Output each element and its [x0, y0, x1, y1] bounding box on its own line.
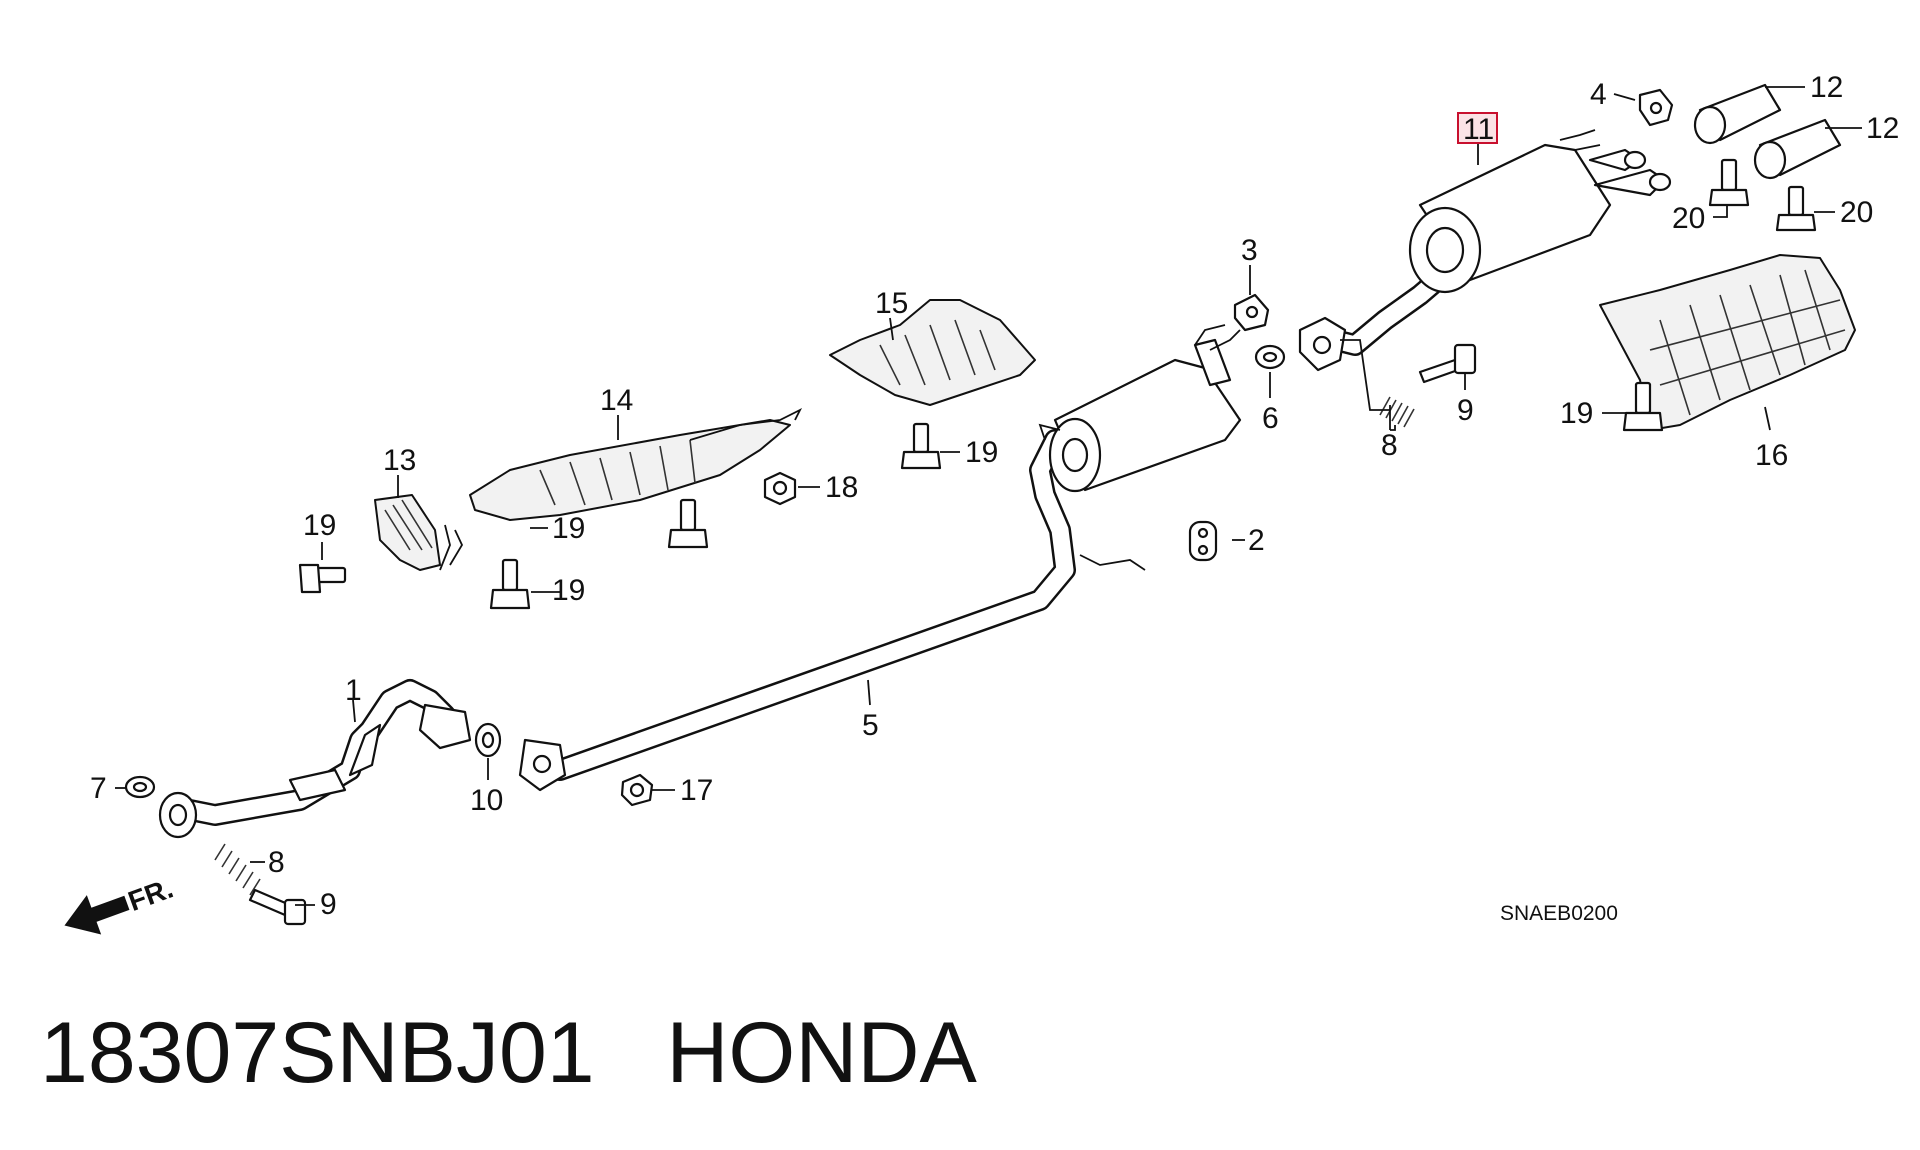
callout-20-left: 20 [1672, 202, 1705, 235]
callout-11: 11 [1463, 113, 1494, 146]
bolt-19-a [298, 563, 347, 594]
front-pipe [158, 679, 472, 839]
callout-12-upper: 12 [1810, 71, 1843, 104]
part-caption: 18307SNBJ01 HONDA [40, 1010, 977, 1096]
callout-12-lower: 12 [1866, 112, 1899, 145]
callout-14: 14 [600, 384, 633, 417]
callout-19-a: 19 [303, 509, 336, 542]
callout-6: 6 [1262, 402, 1279, 435]
hanger-rubber-2 [1188, 520, 1218, 562]
gasket-7 [124, 775, 156, 799]
finisher-12-upper [1693, 83, 1782, 145]
callout-19-b: 19 [552, 574, 585, 607]
heat-shield-14 [469, 407, 803, 521]
callout-10: 10 [470, 784, 503, 817]
callout-1: 1 [345, 674, 362, 707]
callout-8-rear: 8 [1381, 429, 1398, 462]
callout-9-front: 9 [320, 888, 337, 921]
callout-2: 2 [1248, 524, 1265, 557]
diagram-code: SNAEB0200 [1500, 902, 1618, 925]
bracket-3 [1233, 293, 1270, 332]
bracket-4 [1638, 88, 1674, 127]
callout-19-d: 19 [965, 436, 998, 469]
bolt-20-left [1708, 158, 1750, 207]
gasket-6 [1254, 344, 1286, 370]
finisher-12-lower [1753, 118, 1842, 180]
part-number: 18307SNBJ01 [40, 1005, 595, 1101]
bolt-9-rear [1418, 343, 1477, 384]
brand-name: HONDA [666, 1005, 977, 1101]
middle-pipe [518, 429, 1146, 792]
callout-4: 4 [1590, 78, 1607, 111]
callout-8-front: 8 [268, 846, 285, 879]
heat-shield-16 [1599, 254, 1856, 431]
spring-8-front [214, 843, 261, 896]
callout-16: 16 [1755, 439, 1788, 472]
bolt-9-front [248, 888, 307, 926]
nut-18 [763, 471, 797, 506]
callout-19-e: 19 [1560, 397, 1593, 430]
bolt-19-b [489, 558, 531, 610]
bolt-19-d [900, 422, 942, 470]
callout-9-rear: 9 [1457, 394, 1474, 427]
bolt-19-e [1622, 381, 1664, 432]
highlighted-callout-box [1457, 112, 1498, 144]
middle-muffler [1038, 324, 1242, 493]
front-direction-arrow: FR. [64, 872, 177, 935]
gasket-10 [474, 722, 502, 758]
heat-shield-13 [374, 494, 464, 571]
heat-shield-15 [829, 299, 1036, 406]
callout-13: 13 [383, 444, 416, 477]
callout-15: 15 [875, 287, 908, 320]
callout-17: 17 [680, 774, 713, 807]
callout-19-c: 19 [552, 512, 585, 545]
leader-lines [115, 86, 1862, 906]
callout-18: 18 [825, 471, 858, 504]
front-direction-label: FR. [124, 872, 177, 917]
bolt-19-c [667, 498, 709, 549]
callout-5: 5 [862, 709, 879, 742]
bolt-20-right [1775, 185, 1817, 232]
callout-20-right: 20 [1840, 196, 1873, 229]
callout-3: 3 [1241, 234, 1258, 267]
callout-7: 7 [90, 772, 107, 805]
spring-8-rear [1379, 396, 1415, 428]
nut-17 [620, 773, 654, 807]
main-muffler [1298, 129, 1672, 372]
